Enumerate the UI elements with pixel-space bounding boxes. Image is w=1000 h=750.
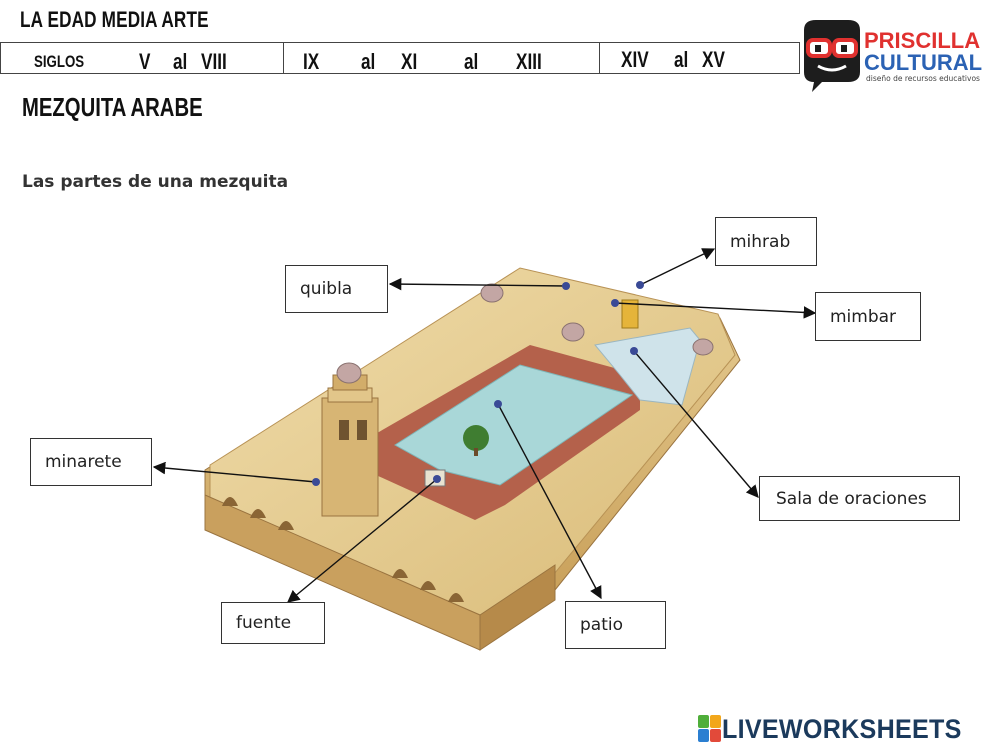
dome-icon bbox=[480, 283, 504, 303]
century-viii: VIII bbox=[201, 49, 227, 74]
arrow-sala bbox=[633, 350, 759, 498]
label-sala-oraciones[interactable]: Sala de oraciones bbox=[759, 476, 960, 521]
century-al-3: al bbox=[464, 49, 479, 74]
mosque-illustration bbox=[204, 267, 741, 651]
centuries-divider bbox=[283, 43, 284, 74]
century-al-4: al bbox=[674, 47, 689, 72]
arrow-quibla bbox=[388, 277, 567, 291]
page-subtitle: MEZQUITA ARABE bbox=[22, 92, 203, 122]
label-fuente[interactable]: fuente bbox=[221, 602, 325, 644]
minaret-icon bbox=[321, 362, 379, 517]
arrow-mihrab bbox=[639, 248, 716, 286]
arrow-patio bbox=[497, 403, 602, 600]
tree-icon bbox=[463, 425, 489, 451]
label-mimbar[interactable]: mimbar bbox=[815, 292, 921, 341]
label-patio[interactable]: patio bbox=[565, 601, 666, 649]
centuries-bar: SIGLOS V al VIII IX al XI al XIII XIV al… bbox=[0, 42, 800, 74]
century-xi: XI bbox=[401, 49, 418, 74]
label-quibla[interactable]: quibla bbox=[285, 265, 388, 313]
label-mihrab[interactable]: mihrab bbox=[715, 217, 817, 266]
diagram-title: Las partes de una mezquita bbox=[22, 172, 289, 192]
pointer-arrows bbox=[152, 248, 817, 603]
century-xiv: XIV bbox=[621, 47, 649, 72]
worksheet-title: LA EDAD MEDIA ARTE bbox=[20, 7, 209, 32]
arrow-fuente bbox=[287, 478, 438, 603]
century-v: V bbox=[139, 49, 151, 74]
dome-icon bbox=[561, 322, 585, 342]
marker-dots bbox=[312, 281, 644, 486]
centuries-label: SIGLOS bbox=[34, 52, 85, 71]
century-xiii: XIII bbox=[516, 49, 542, 74]
centuries-divider bbox=[599, 43, 600, 74]
century-ix: IX bbox=[303, 49, 320, 74]
label-minarete[interactable]: minarete bbox=[30, 438, 152, 486]
dome-icon bbox=[692, 338, 714, 356]
arrow-minarete bbox=[152, 461, 317, 483]
century-xv: XV bbox=[702, 47, 725, 72]
brand-tagline: diseño de recursos educativos bbox=[866, 74, 980, 83]
glasses-face-icon bbox=[804, 20, 860, 92]
mimbar-icon bbox=[621, 299, 639, 329]
century-al-1: al bbox=[173, 49, 188, 74]
brand-line1: PRISCILLA bbox=[864, 28, 980, 53]
liveworksheets-text: LIVEWORKSHEETS bbox=[722, 713, 962, 744]
liveworksheets-logo: LIVEWORKSHEETS bbox=[698, 713, 980, 745]
priscilla-cultural-logo: PRISCILLA CULTURAL diseño de recursos ed… bbox=[804, 20, 982, 92]
arrow-mimbar bbox=[614, 302, 817, 319]
century-al-2: al bbox=[361, 49, 376, 74]
brand-line2: CULTURAL bbox=[864, 50, 982, 75]
liveworksheets-badge-icon bbox=[698, 715, 721, 742]
